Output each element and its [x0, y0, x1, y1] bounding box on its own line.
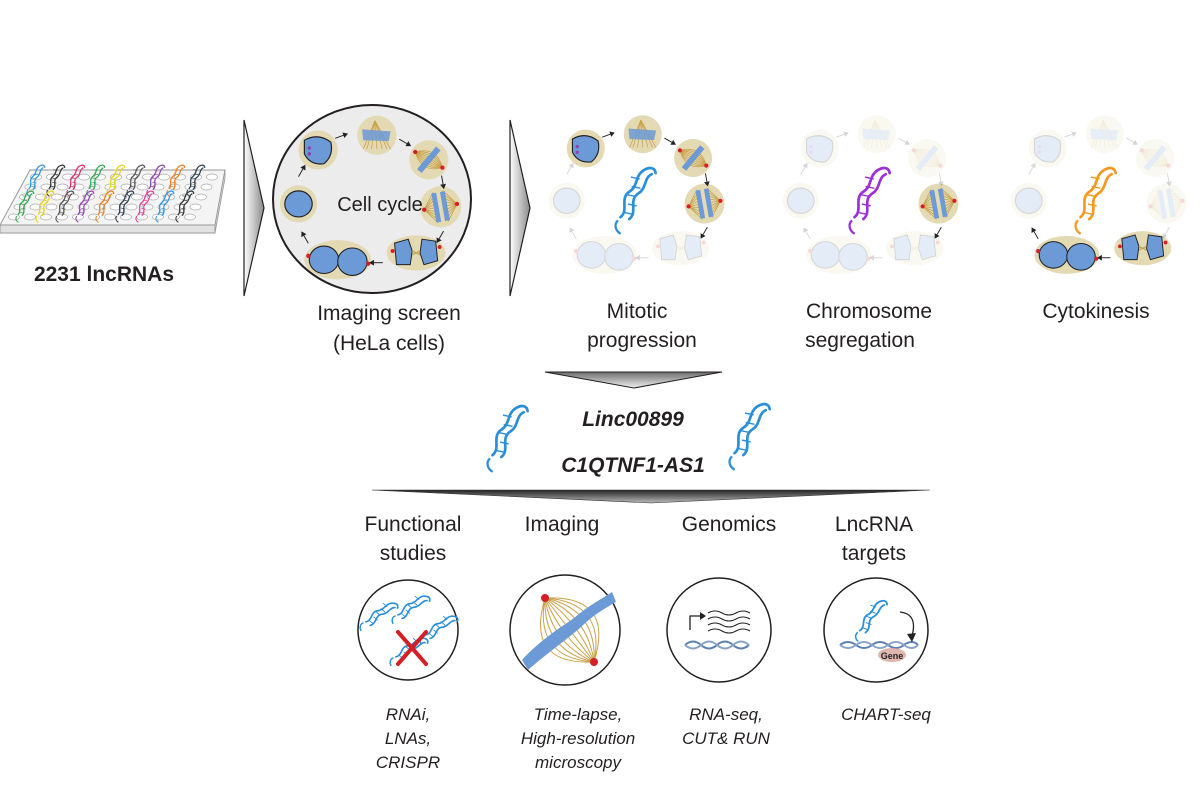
knockdown-icon [357, 579, 459, 681]
sequencing-icon [666, 577, 772, 683]
method-2-tech-1: Time-lapse, [534, 705, 623, 724]
lncrna-icon-right [728, 402, 771, 471]
phenotype-1-line1: Mitotic [607, 300, 668, 323]
flow-arrow-1 [243, 119, 265, 297]
method-4-title-line2: targets [842, 542, 906, 565]
flow-arrow-2 [509, 119, 531, 297]
method-3-title-line1: Genomics [682, 513, 777, 536]
well-plate [0, 164, 226, 234]
screen-caption-line2: (HeLa cells) [333, 332, 445, 355]
method-4-tech-1: CHART-seq [841, 705, 931, 724]
selection-funnel [544, 371, 723, 389]
method-1-tech-3: CRISPR [376, 753, 440, 772]
method-1-title-line1: Functional [365, 513, 462, 536]
hit-lncrna-2: C1QTNF1-AS1 [561, 454, 705, 477]
method-2-tech-3: microscopy [535, 753, 622, 772]
method-3-tech-2: CUT& RUN [682, 729, 771, 748]
method-1-tech-2: LNAs, [385, 729, 431, 748]
phenotype-2-line2: segregation [805, 329, 915, 352]
phenotype-3-line1: Cytokinesis [1042, 300, 1149, 323]
mitotic-spindle-icon [509, 574, 621, 686]
cell-cycle-label: Cell cycle [337, 194, 423, 216]
phenotype-1-line2: progression [587, 329, 697, 352]
method-2-title-line1: Imaging [525, 513, 600, 536]
method-3-tech-1: RNA-seq, [689, 705, 763, 724]
library-label: 2231 lncRNAs [34, 263, 174, 286]
lncrna-icon-left [486, 404, 529, 473]
hit-lncrna-1: Linc00899 [582, 408, 684, 431]
cell-cycle-screen: Cell cycle [272, 104, 472, 294]
phenotype-mitotic-progression [548, 115, 725, 274]
phenotype-2-line1: Chromosome [806, 300, 932, 323]
method-1-title-line2: studies [380, 542, 447, 565]
method-1-tech-1: RNAi, [386, 705, 430, 724]
method-4-title-line1: LncRNA [835, 513, 913, 536]
divider-bar [371, 489, 931, 504]
method-2-tech-2: High-resolution [521, 729, 635, 748]
gene-label: Gene [881, 651, 904, 661]
screen-caption-line1: Imaging screen [317, 302, 461, 325]
phenotype-chromosome-segregation [782, 115, 959, 274]
gene-target-icon: Gene [823, 577, 929, 683]
phenotype-cytokinesis [1010, 115, 1187, 274]
